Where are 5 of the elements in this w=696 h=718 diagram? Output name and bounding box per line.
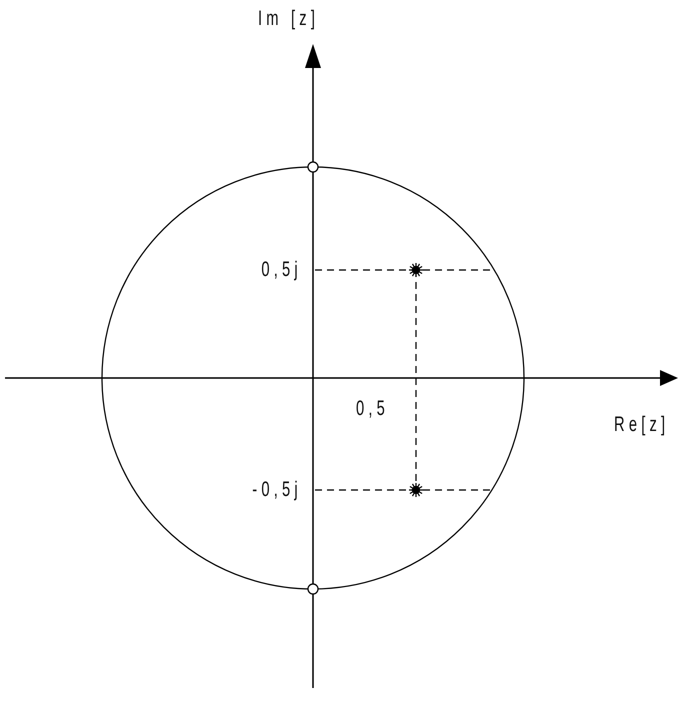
axis-label: -0,5j	[252, 479, 302, 500]
axis-label: Re[z]	[614, 414, 670, 435]
axis-label: 0,5j	[262, 259, 302, 280]
axis-label: 0,5	[356, 398, 390, 419]
axis-label: Im [z]	[258, 8, 320, 29]
